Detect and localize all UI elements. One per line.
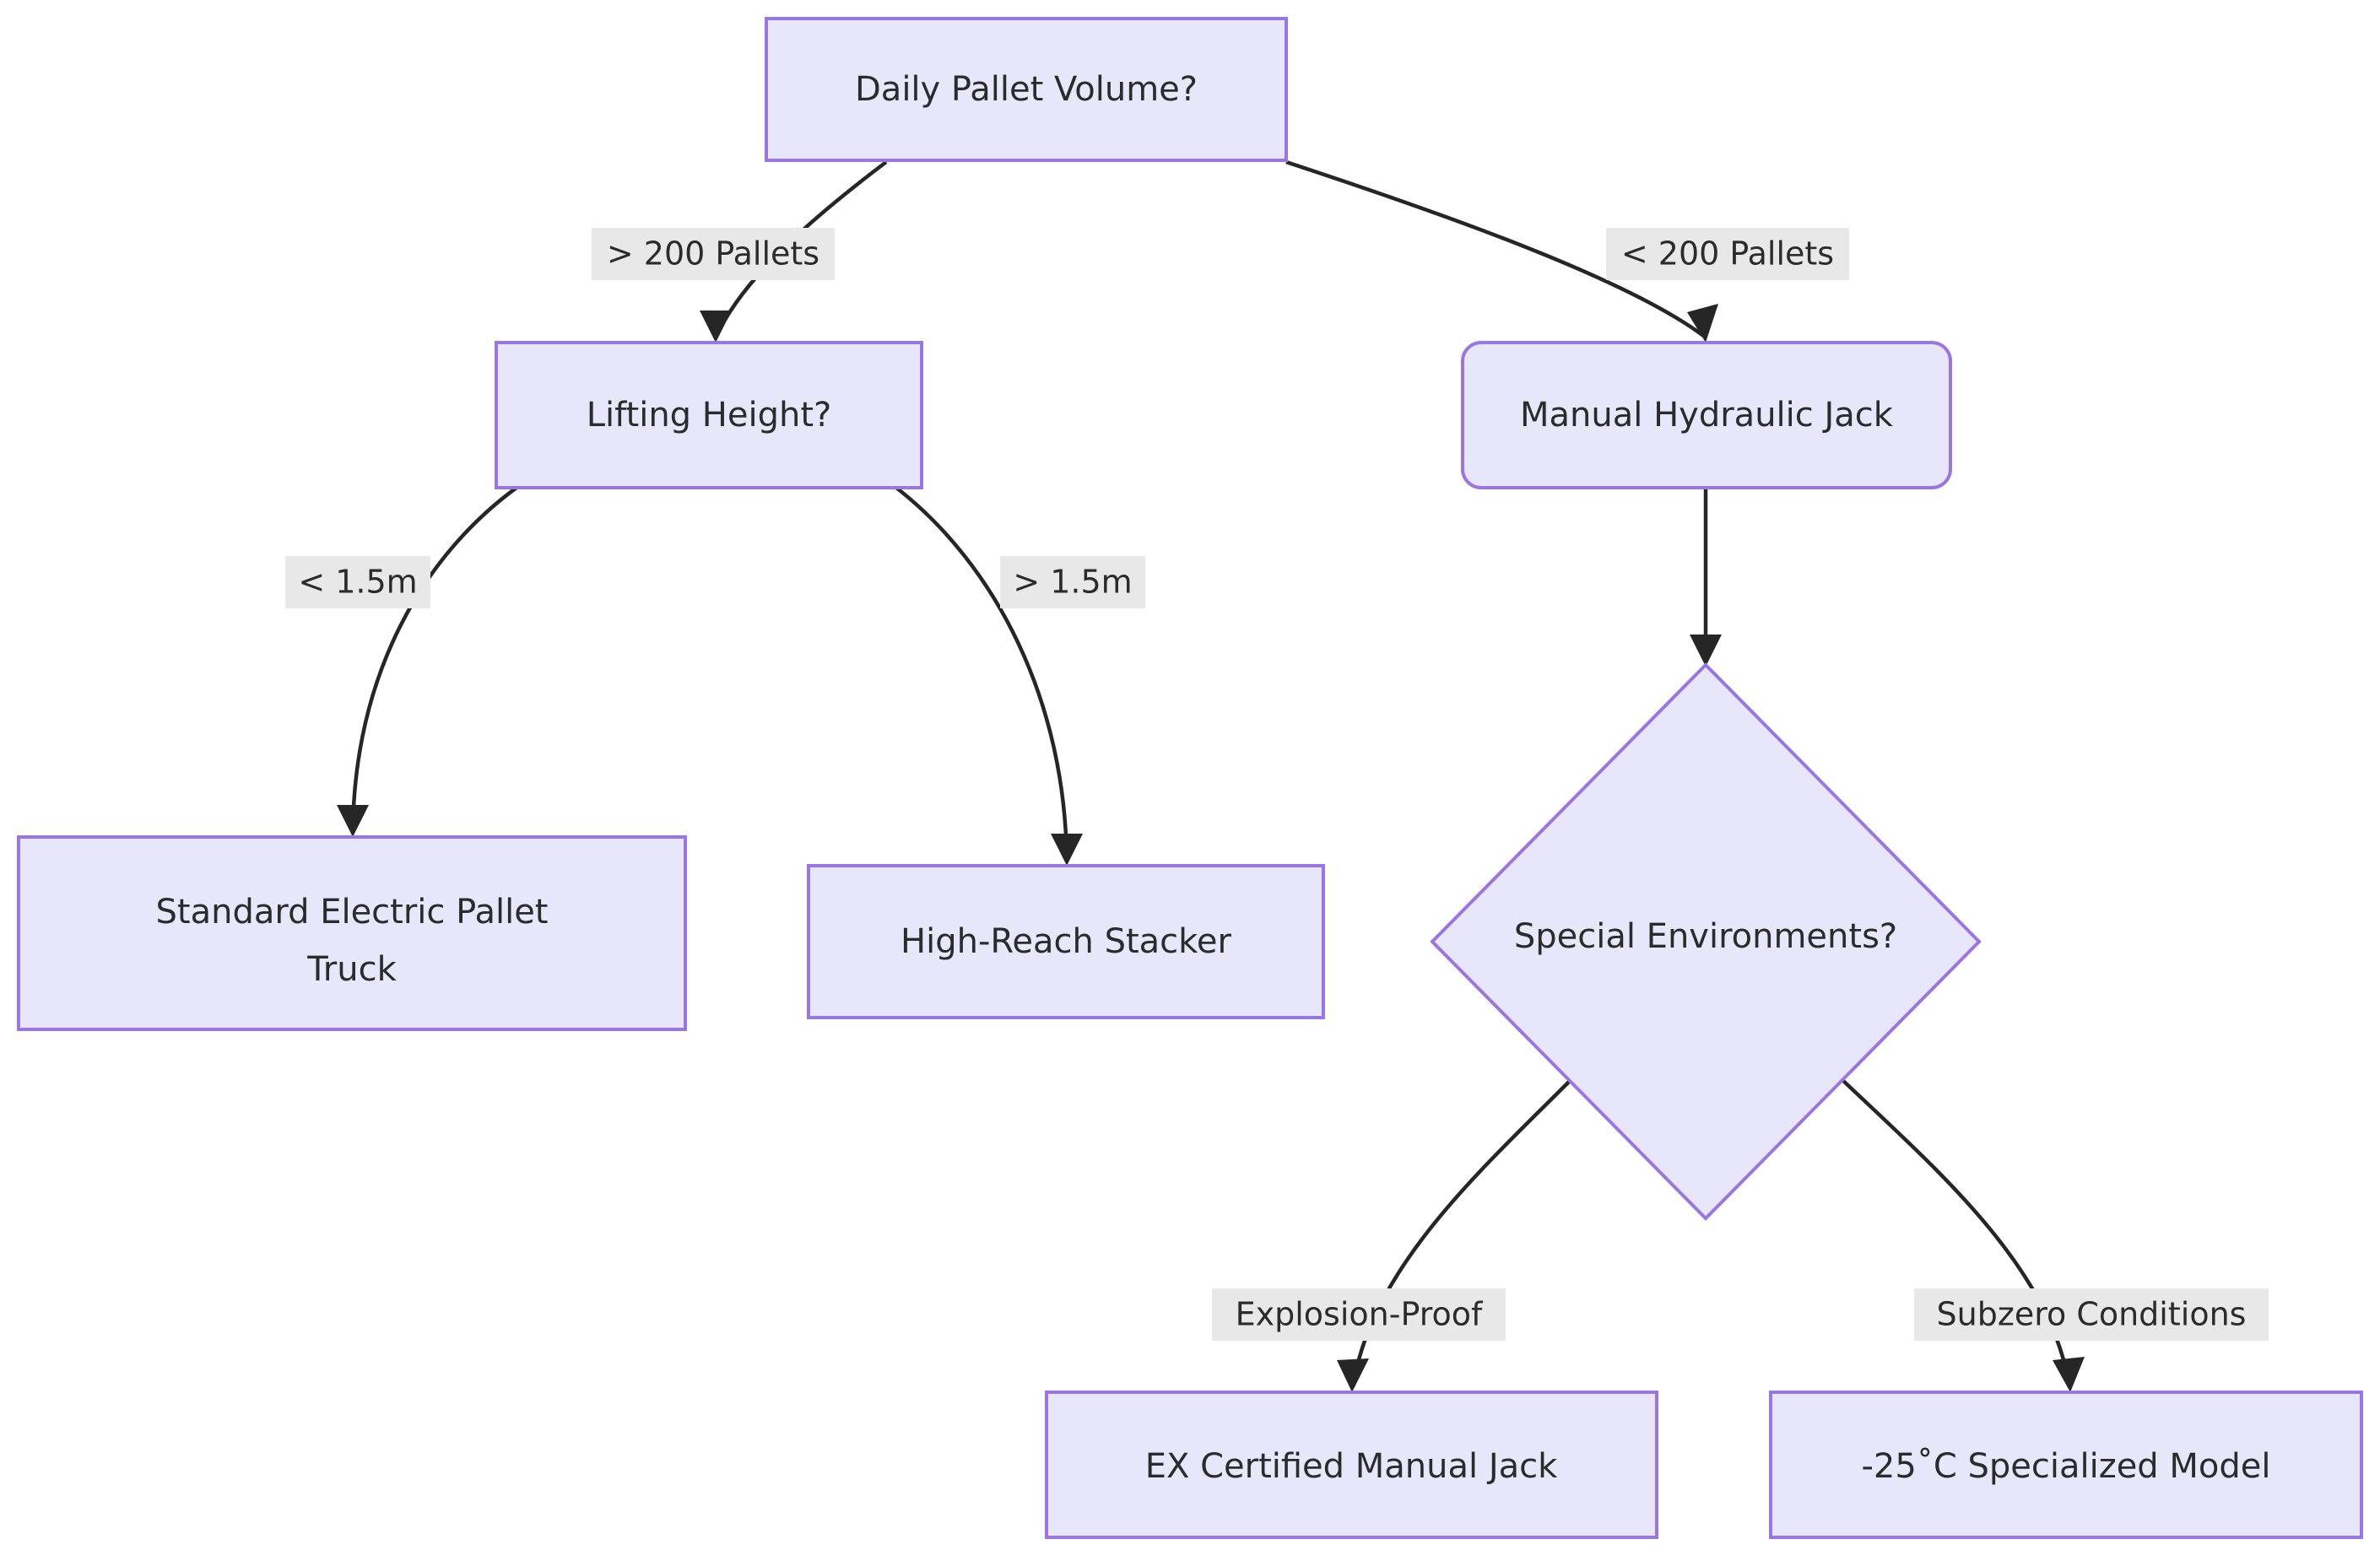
node-standard-electric-pallet-truck[interactable]: Standard Electric Pallet Truck bbox=[17, 835, 687, 1031]
node-ex-certified-manual-jack-label: EX Certified Manual Jack bbox=[1145, 1447, 1558, 1486]
edge-label-lt-1-5m: < 1.5m bbox=[285, 556, 430, 608]
edge-label-lt-200-pallets-text: < 200 Pallets bbox=[1621, 235, 1834, 273]
edge-labels-layer: > 200 Pallets < 200 Pallets < 1.5m > 1.5… bbox=[285, 228, 2269, 1341]
edge-lifting-to-standard bbox=[350, 486, 518, 833]
node-subzero-specialized-model[interactable]: -25˚C Specialized Model bbox=[1769, 1391, 2363, 1539]
edge-label-subzero-conditions: Subzero Conditions bbox=[1914, 1288, 2269, 1341]
node-manual-hydraulic-jack[interactable]: Manual Hydraulic Jack bbox=[1461, 341, 1952, 489]
node-high-reach-stacker-label: High-Reach Stacker bbox=[901, 922, 1231, 961]
node-manual-hydraulic-jack-label: Manual Hydraulic Jack bbox=[1520, 396, 1894, 435]
arrowhead-volume-to-manual bbox=[1687, 304, 1718, 343]
edge-label-explosion-proof: Explosion-Proof bbox=[1212, 1288, 1506, 1341]
edge-label-subzero-conditions-text: Subzero Conditions bbox=[1937, 1296, 2247, 1333]
arrowhead-manual-to-special bbox=[1690, 635, 1722, 667]
node-daily-pallet-volume[interactable]: Daily Pallet Volume? bbox=[765, 17, 1288, 162]
node-lifting-height-label: Lifting Height? bbox=[587, 396, 832, 435]
edge-special-to-ex bbox=[1350, 1077, 1574, 1388]
arrowhead-lifting-to-highreach bbox=[1051, 834, 1083, 866]
arrowhead-volume-to-lifting bbox=[700, 311, 732, 343]
edge-label-gt-200-pallets: > 200 Pallets bbox=[592, 228, 835, 280]
arrowhead-special-to-subzero bbox=[2053, 1357, 2085, 1392]
edge-label-gt-200-pallets-text: > 200 Pallets bbox=[607, 235, 819, 273]
edge-lifting-to-highreach bbox=[895, 486, 1069, 861]
arrowhead-lifting-to-standard bbox=[337, 805, 369, 837]
edge-label-lt-200-pallets: < 200 Pallets bbox=[1606, 228, 1849, 280]
edge-label-explosion-proof-text: Explosion-Proof bbox=[1236, 1296, 1484, 1333]
node-ex-certified-manual-jack[interactable]: EX Certified Manual Jack bbox=[1045, 1391, 1658, 1539]
node-standard-electric-pallet-truck-label-line1: Standard Electric Pallet bbox=[156, 893, 549, 932]
node-standard-electric-pallet-truck-label-line2: Truck bbox=[306, 950, 397, 989]
nodes-layer: Daily Pallet Volume? Lifting Height? Man… bbox=[17, 17, 2363, 1539]
edge-volume-to-manual bbox=[1285, 159, 1707, 339]
edge-label-lt-1-5m-text: < 1.5m bbox=[298, 564, 417, 601]
arrowhead-special-to-ex bbox=[1337, 1358, 1369, 1392]
edge-label-gt-1-5m: > 1.5m bbox=[1000, 556, 1145, 608]
edge-label-gt-1-5m-text: > 1.5m bbox=[1013, 564, 1132, 601]
node-subzero-specialized-model-label: -25˚C Specialized Model bbox=[1861, 1447, 2270, 1486]
node-high-reach-stacker[interactable]: High-Reach Stacker bbox=[807, 864, 1325, 1019]
node-special-environments[interactable]: Special Environments? bbox=[1430, 662, 1982, 1221]
node-daily-pallet-volume-label: Daily Pallet Volume? bbox=[855, 70, 1198, 109]
edge-special-to-subzero bbox=[1839, 1077, 2072, 1388]
node-special-environments-label: Special Environments? bbox=[1514, 917, 1897, 956]
node-lifting-height[interactable]: Lifting Height? bbox=[495, 341, 923, 489]
